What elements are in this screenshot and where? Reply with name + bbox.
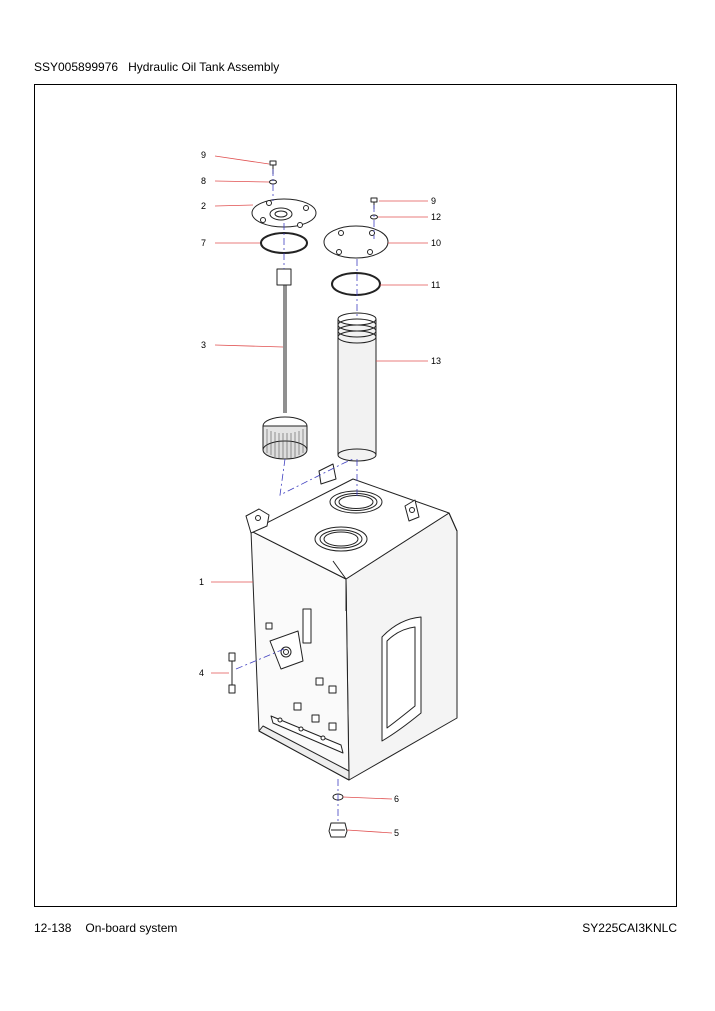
callout-labels: 9 8 2 7 3 1 4 6 5 9 12 10 11 13 [199, 150, 441, 838]
page-header: SSY005899976 Hydraulic Oil Tank Assembly [34, 60, 279, 74]
callout-9-left: 9 [201, 150, 206, 160]
header-part-number: SSY005899976 [34, 60, 119, 74]
callout-5: 5 [394, 828, 399, 838]
callout-13: 13 [431, 356, 441, 366]
callout-7: 7 [201, 238, 206, 248]
sight-gauge [228, 652, 236, 694]
callout-1: 1 [199, 577, 204, 587]
callout-2: 2 [201, 201, 206, 211]
o-ring-right [331, 272, 381, 296]
filter-cover-plate [251, 198, 317, 228]
callout-10: 10 [431, 238, 441, 248]
exploded-view-drawing: 9 8 2 7 3 1 4 6 5 9 12 10 11 13 [199, 150, 458, 838]
footer-model: SY225CAI3KNLC [582, 921, 677, 935]
callout-4: 4 [199, 668, 204, 678]
header-title: Hydraulic Oil Tank Assembly [128, 60, 280, 74]
return-filter-element [262, 268, 308, 460]
callout-6: 6 [394, 794, 399, 804]
tank-cover [323, 225, 389, 259]
center-lines [235, 169, 375, 823]
footer-page-number: 12-138 [34, 921, 72, 935]
callout-12: 12 [431, 212, 441, 222]
footer-section: On-board system [85, 921, 178, 935]
callout-9-right: 9 [431, 196, 436, 206]
callout-8: 8 [201, 176, 206, 186]
leader-lines [211, 155, 428, 834]
figure-frame: 9 8 2 7 3 1 4 6 5 9 12 10 11 13 [34, 84, 677, 907]
tank-body [245, 463, 458, 781]
callout-11: 11 [431, 280, 440, 290]
suction-strainer [337, 312, 377, 462]
callout-3: 3 [201, 340, 206, 350]
page-footer-left: 12-138 On-board system [34, 921, 177, 935]
drain-plug [328, 822, 348, 838]
